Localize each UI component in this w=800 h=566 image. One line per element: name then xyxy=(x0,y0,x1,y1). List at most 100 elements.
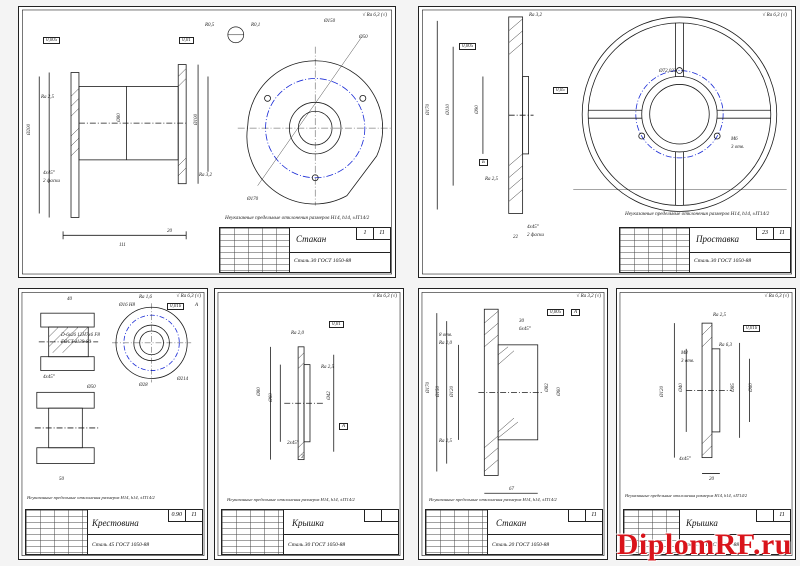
dim-label: 4x45° xyxy=(679,457,691,462)
dim-label: 4x45° xyxy=(43,171,55,176)
dim-label: Ø150 xyxy=(436,385,442,398)
dim-label: ГОСТ 1139-80 xyxy=(61,340,92,345)
title-block-rule xyxy=(290,252,390,253)
sheet-number-cell xyxy=(756,510,773,522)
dim-label: 4x45° xyxy=(43,375,55,380)
title-block-grid xyxy=(620,228,690,272)
part-name: Стакан xyxy=(296,234,327,244)
dim-label: R0,1 xyxy=(251,23,261,28)
title-block: 23 11 Проставка Сталь 30 ГОСТ 1050-88 xyxy=(619,227,791,273)
sheet-number-cell: 1 xyxy=(356,228,373,240)
dim-label: Ø50 xyxy=(359,35,368,40)
tolerance-frame: 0,005 xyxy=(547,309,565,316)
dim-label: 3 отв. xyxy=(731,145,745,150)
drawing-sheet-1: √ Ra 6,3 (√) Ø200 Ø170 Ø150 Ø50 Ø80 Ø100… xyxy=(18,6,396,278)
dim-label: Ø200 xyxy=(27,123,33,136)
dim-label: 22 xyxy=(513,235,518,240)
dim-label: Ø85 xyxy=(730,383,736,392)
general-tolerance-note: Неуказанные предельные отклонения размер… xyxy=(429,497,557,502)
dim-label: 4x45° xyxy=(527,225,539,230)
dim-label: 2 фаски xyxy=(527,233,544,238)
datum-label: A xyxy=(571,309,581,316)
dim-label: Ra 2,5 xyxy=(41,95,55,100)
sheet-count-cell: 11 xyxy=(773,228,790,240)
tolerance-frame: 0,01 xyxy=(179,37,194,44)
dim-label: Ra 2,5 xyxy=(485,177,499,182)
part-material: Сталь 30 ГОСТ 1050-88 xyxy=(288,542,346,548)
dim-label: 40 xyxy=(67,297,72,302)
title-block: 0.90 11 Крестовина Сталь 45 ГОСТ 1050-88 xyxy=(25,509,203,555)
sheet-5-geometry xyxy=(421,292,605,556)
general-tolerance-note: Неуказанные предельные отклонения размер… xyxy=(225,215,370,221)
dim-label: Ø170 xyxy=(247,197,259,202)
drawing-sheet-5: √ Ra 3,2 (√) Ø170 Ø150 Ø120 Ø82 Ø60 30 6… xyxy=(418,288,608,560)
dim-label: Ø120 xyxy=(450,385,456,398)
dim-label: 50 xyxy=(59,477,64,482)
dim-label: 3 xyxy=(301,455,304,460)
title-block-cells: 11 xyxy=(568,510,602,522)
dim-label: Ra 2,5 xyxy=(439,439,453,444)
title-block-cells: 0.90 11 xyxy=(167,510,202,522)
title-block-rule xyxy=(488,534,602,535)
dim-label: Ø110 xyxy=(445,104,451,115)
dim-label: 111 xyxy=(119,243,126,248)
datum-label: Б xyxy=(479,159,488,166)
sheet-number-cell: 23 xyxy=(756,228,773,240)
drawing-sheet-3: √ Ra 6,3 (√) 40 50 Ø16 H8 Ø28 Ø50 4x45° … xyxy=(18,288,208,560)
dim-label: Ø42 xyxy=(326,391,332,400)
dim-label: 6x45° xyxy=(519,327,531,332)
dim-label: Ra 6,3 xyxy=(719,343,733,348)
dim-label: Ø80 xyxy=(116,113,122,122)
sheet-count-cell xyxy=(381,510,398,522)
tolerance-frame: 0,005 xyxy=(43,37,61,44)
title-block-grid xyxy=(624,510,680,554)
sheet-number-cell xyxy=(568,510,585,522)
dim-label: Ø60 xyxy=(556,387,562,396)
dim-label: Ø82 xyxy=(544,383,550,392)
part-material: Сталь 20 ГОСТ 1050-88 xyxy=(492,542,550,548)
tolerance-frame: 0,005 xyxy=(459,43,477,50)
sheet-3-geometry xyxy=(21,292,205,556)
dim-label: Ø100 xyxy=(194,113,200,126)
dim-label: 8 отв. xyxy=(439,333,453,338)
title-block-grid xyxy=(426,510,488,554)
dim-label: 2 фаски xyxy=(43,179,60,184)
title-block-cells xyxy=(364,510,398,522)
dim-label: Ø40 xyxy=(678,383,684,392)
title-block-rule xyxy=(680,534,790,535)
title-block: Крышка Сталь 30 ГОСТ 1050-88 xyxy=(221,509,399,555)
general-tolerance-note: Неуказанные предельные отклонения размер… xyxy=(625,211,770,217)
sheet-6-geometry xyxy=(619,292,793,556)
dim-label: Ø120 xyxy=(660,385,666,398)
part-material: Сталь 30 ГОСТ 1050-88 xyxy=(694,258,752,264)
dim-label: 20 xyxy=(167,229,172,234)
roughness-mark: √ Ra 6,3 (√) xyxy=(176,294,201,299)
dim-label: Ø60 xyxy=(748,383,754,392)
title-block-grid xyxy=(26,510,88,554)
title-block-rule xyxy=(284,534,398,535)
roughness-mark: √ Ra 6,3 (√) xyxy=(362,13,387,18)
sheet-count-cell: 11 xyxy=(373,228,390,240)
dim-label: Ra 1,6 xyxy=(139,295,153,300)
datum-label: A xyxy=(339,423,349,430)
drawing-sheet-6: √ Ra 6,3 (√) Ø120 Ø85 Ø40 Ø60 M8 3 отв. … xyxy=(616,288,796,560)
dim-label: Ø28 xyxy=(139,383,148,388)
tolerance-frame: 0,016 xyxy=(167,303,185,310)
sheet-count-cell: 11 xyxy=(585,510,602,522)
dim-label: Ø170 xyxy=(426,381,432,394)
title-block: 1 11 Стакан Сталь 30 ГОСТ 1050-88 xyxy=(219,227,391,273)
dim-label: Ra 2,0 xyxy=(291,331,305,336)
title-block: 11 Крышка Сталь 30 ГОСТ 1050-88 xyxy=(623,509,791,555)
general-tolerance-note: Неуказанные предельные отклонения размер… xyxy=(227,497,355,502)
dim-label: Ø90 xyxy=(474,105,480,114)
part-material: Сталь 30 ГОСТ 1050-88 xyxy=(682,542,740,548)
part-name: Крышка xyxy=(292,518,324,528)
sheet-count-cell: 11 xyxy=(185,510,202,522)
dim-label: Ø50 xyxy=(87,385,96,390)
title-block: 11 Стакан Сталь 20 ГОСТ 1050-88 xyxy=(425,509,603,555)
dim-label: 20 xyxy=(709,477,714,482)
title-block-rule xyxy=(690,252,790,253)
sheet-count-cell: 11 xyxy=(773,510,790,522)
tolerance-frame: 0,01 xyxy=(329,321,344,328)
tolerance-frame: 0,016 xyxy=(743,325,761,332)
